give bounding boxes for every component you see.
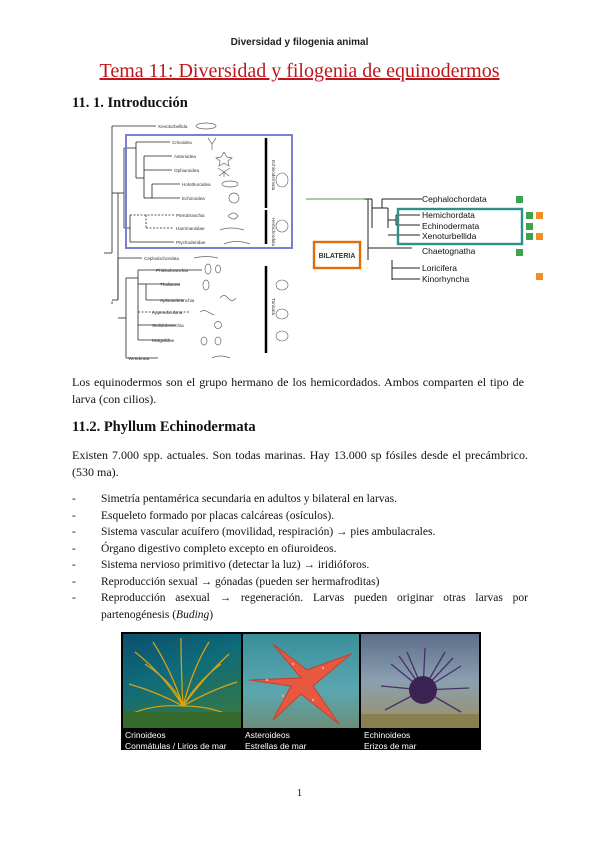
list-item: -Órgano digestivo completo excepto en of…: [72, 542, 337, 555]
page-number: 1: [296, 787, 303, 799]
intro-paragraph: Los equinodermos son el grupo hermano de…: [72, 375, 524, 406]
crinoid-photo: [123, 634, 241, 728]
page-title: Tema 11: Diversidad y filogenia de equin…: [99, 60, 500, 82]
taxon-label: Phlebobranchia: [156, 268, 188, 273]
taxon-label: Stolidobranchia: [152, 323, 184, 328]
taxon-label: Xenoturbellida: [158, 124, 188, 129]
crinoid-drawing: [123, 637, 241, 728]
urchin-photo: [361, 634, 479, 728]
taxon-label: Ptychoderidae: [176, 240, 206, 245]
taxon-label: Thaliacea: [160, 282, 180, 287]
taxon-label: Echinodermata: [422, 221, 479, 231]
taxon-label: Vertebrata: [128, 356, 150, 361]
list-item: -Sistema vascular acuífero (movilidad, r…: [72, 526, 436, 538]
taxon-label: Asteroidea: [174, 154, 196, 159]
taxon-label: Chaetognatha: [422, 246, 476, 256]
taxon-label: Cephalochordata: [144, 256, 179, 261]
taxon-label: Harrimaniidae: [176, 226, 205, 231]
phylogeny-tree-left: Echinodermata Hemichordata Tunicata Xeno…: [104, 122, 293, 361]
taxon-label: Xenoturbellida: [422, 231, 477, 241]
taxon-label: Crinoidea: [172, 140, 192, 145]
taxon-label: Loricifera: [422, 263, 457, 273]
photo-caption-name: Asteroideos: [245, 730, 290, 740]
echinoderm-photo-strip: Crinoideos Conmátulas / Lirios de mar As…: [121, 632, 481, 751]
photo-caption-name: Crinoideos: [125, 730, 166, 740]
green-markers: [516, 196, 533, 256]
larva-sketches: [275, 172, 289, 342]
organism-sketches: [193, 122, 251, 359]
taxon-label: Echinoidea: [182, 196, 205, 201]
node-label: 8: [111, 300, 114, 305]
taxon-label: Appendicularia: [152, 310, 183, 315]
page-header: Diversidad y filogenia animal: [230, 37, 369, 48]
taxon-label: Ophiuroidea: [174, 168, 199, 173]
list-item: -Reproducción sexual → gónadas (pueden s…: [72, 575, 380, 588]
list-item: -Esqueleto formado por placas calcáreas …: [72, 509, 335, 522]
orange-markers: [536, 212, 543, 280]
taxon-label: Pterobranchia: [176, 213, 205, 218]
group-label: Echinodermata: [271, 160, 276, 191]
characteristics-list: -Simetría pentamérica secundaria en adul…: [72, 491, 528, 623]
starfish-drawing: [248, 643, 352, 725]
bilateria-label: BILATERIA: [319, 253, 356, 260]
urchin-drawing: [361, 647, 479, 728]
group-label: Tunicata: [271, 298, 276, 316]
photo-caption-name: Echinoideos: [364, 730, 411, 740]
taxon-label: Cephalochordata: [422, 194, 487, 204]
taxon-label: Hemichordata: [422, 210, 475, 220]
group-label: Hemichordata: [271, 218, 276, 247]
taxon-label: Holothuroidea: [182, 182, 211, 187]
starfish-photo: [243, 634, 359, 728]
photo-caption-common: Erizos de mar: [364, 741, 417, 751]
section-heading-echinodermata: 11.2. Phyllum Echinodermata: [72, 419, 256, 435]
list-item: -Reproducción asexual → regeneración. La…: [72, 592, 528, 621]
list-item: -Simetría pentamérica secundaria en adul…: [72, 493, 398, 505]
taxon-label: Kinorhyncha: [422, 274, 470, 284]
photo-caption-common: Conmátulas / Lirios de mar: [125, 741, 227, 751]
photo-caption-common: Estrellas de mar: [245, 741, 307, 751]
list-item: -Sistema nervioso primitivo (detectar la…: [72, 559, 370, 571]
taxon-label: Aplousobranchia: [160, 298, 195, 303]
taxon-label: Molgulidae: [152, 338, 175, 343]
phylogeny-tree-right: BILATERIA Cephalochordata Hemichordata E…: [306, 194, 543, 284]
section-heading-intro: 11. 1. Introducción: [72, 95, 188, 111]
species-paragraph: Existen 7.000 spp. actuales. Son todas m…: [72, 448, 528, 479]
